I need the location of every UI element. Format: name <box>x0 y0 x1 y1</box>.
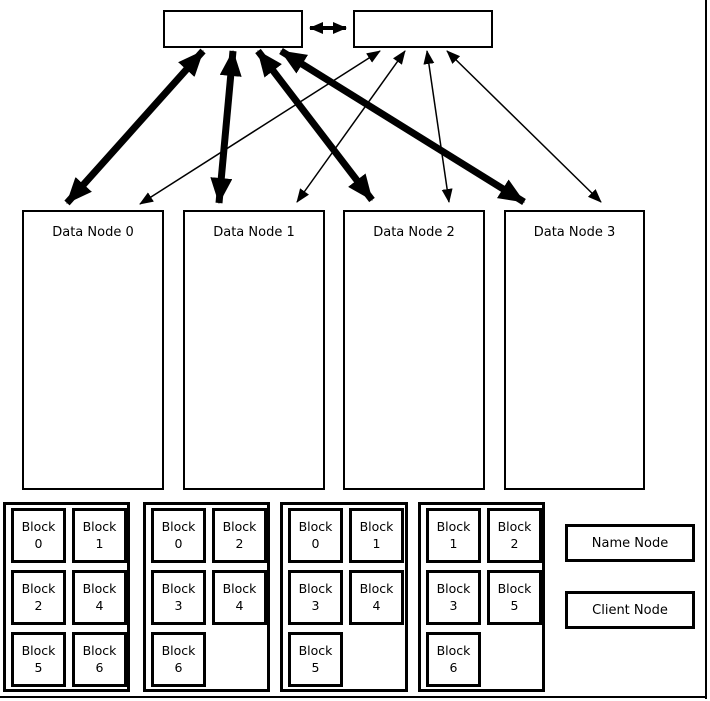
data-node-3-box: Data Node 3 <box>504 210 645 490</box>
block-number: 5 <box>311 659 320 675</box>
clientnode-datanode0-link <box>139 50 381 205</box>
client-node-box <box>353 10 493 48</box>
block-word: Block <box>21 519 56 535</box>
block-number: 4 <box>235 597 244 613</box>
namenode-datanode1-link <box>210 50 242 204</box>
block-cell: Block 1 <box>426 508 481 563</box>
namenode-datanode0-link <box>64 48 206 206</box>
block-cell: Block 6 <box>426 632 481 687</box>
block-cell: Block 0 <box>151 508 206 563</box>
data-node-0-box: Data Node 0 <box>22 210 164 490</box>
block-cell: Block 5 <box>487 570 542 625</box>
legend-client-node: Client Node <box>565 591 695 629</box>
clientnode-datanode3-link <box>446 50 602 203</box>
block-word: Block <box>222 581 257 597</box>
block-word: Block <box>298 581 333 597</box>
block-number: 4 <box>372 597 381 613</box>
block-cell: Block 4 <box>72 570 127 625</box>
block-number: 1 <box>95 535 104 551</box>
block-cell: Block 5 <box>288 632 343 687</box>
block-cell: Block 4 <box>212 570 267 625</box>
page-border-right <box>705 0 707 699</box>
clientnode-datanode1-link <box>296 50 406 203</box>
page-border-bottom <box>0 696 707 698</box>
data-node-1-box: Data Node 1 <box>183 210 325 490</box>
block-cell: Block 2 <box>487 508 542 563</box>
block-cell: Block 1 <box>349 508 404 563</box>
block-cell: Block 6 <box>151 632 206 687</box>
data-node-2-label: Data Node 2 <box>373 225 455 240</box>
block-cell: Block 1 <box>72 508 127 563</box>
block-group-0: Block 0 Block 1 Block 2 Block 4 Block 5 … <box>3 502 130 692</box>
block-number: 0 <box>311 535 320 551</box>
block-word: Block <box>298 643 333 659</box>
block-word: Block <box>497 519 532 535</box>
block-word: Block <box>161 643 196 659</box>
block-word: Block <box>359 581 394 597</box>
block-number: 3 <box>174 597 183 613</box>
block-word: Block <box>359 519 394 535</box>
block-word: Block <box>82 643 117 659</box>
block-word: Block <box>497 581 532 597</box>
block-cell: Block 4 <box>349 570 404 625</box>
block-cell: Block 0 <box>11 508 66 563</box>
block-word: Block <box>161 581 196 597</box>
block-group-1: Block 0 Block 2 Block 3 Block 4 Block 6 <box>143 502 270 692</box>
block-number: 1 <box>372 535 381 551</box>
legend-client-node-label: Client Node <box>592 602 668 618</box>
block-word: Block <box>222 519 257 535</box>
block-number: 2 <box>235 535 244 551</box>
block-cell: Block 5 <box>11 632 66 687</box>
block-cell: Block 3 <box>426 570 481 625</box>
block-number: 6 <box>449 659 458 675</box>
data-node-3-label: Data Node 3 <box>533 225 616 240</box>
block-word: Block <box>161 519 196 535</box>
block-number: 6 <box>174 659 183 675</box>
block-number: 3 <box>311 597 320 613</box>
block-number: 3 <box>449 597 458 613</box>
arrows-layer <box>64 22 602 206</box>
block-cell: Block 0 <box>288 508 343 563</box>
block-number: 0 <box>34 535 43 551</box>
block-number: 4 <box>95 597 104 613</box>
block-cell: Block 6 <box>72 632 127 687</box>
block-group-3: Block 1 Block 2 Block 3 Block 5 Block 6 <box>418 502 545 692</box>
block-word: Block <box>436 519 471 535</box>
block-cell: Block 3 <box>288 570 343 625</box>
data-node-2-box: Data Node 2 <box>343 210 485 490</box>
block-number: 1 <box>449 535 458 551</box>
block-word: Block <box>436 581 471 597</box>
block-word: Block <box>21 643 56 659</box>
block-number: 0 <box>174 535 183 551</box>
block-word: Block <box>298 519 333 535</box>
block-cell: Block 2 <box>11 570 66 625</box>
block-word: Block <box>82 519 117 535</box>
legend-name-node-label: Name Node <box>591 535 669 551</box>
block-number: 5 <box>510 597 519 613</box>
block-number: 2 <box>34 597 43 613</box>
clientnode-datanode2-link <box>423 50 453 203</box>
block-word: Block <box>436 643 471 659</box>
legend-name-node: Name Node <box>565 524 695 562</box>
block-number: 5 <box>34 659 43 675</box>
data-node-1-label: Data Node 1 <box>213 225 295 240</box>
block-number: 2 <box>510 535 519 551</box>
name-node-box <box>163 10 303 48</box>
block-group-2: Block 0 Block 1 Block 3 Block 4 Block 5 <box>280 502 408 692</box>
data-node-0-label: Data Node 0 <box>52 225 134 240</box>
block-word: Block <box>82 581 117 597</box>
block-cell: Block 3 <box>151 570 206 625</box>
block-number: 6 <box>95 659 104 675</box>
block-cell: Block 2 <box>212 508 267 563</box>
block-word: Block <box>21 581 56 597</box>
